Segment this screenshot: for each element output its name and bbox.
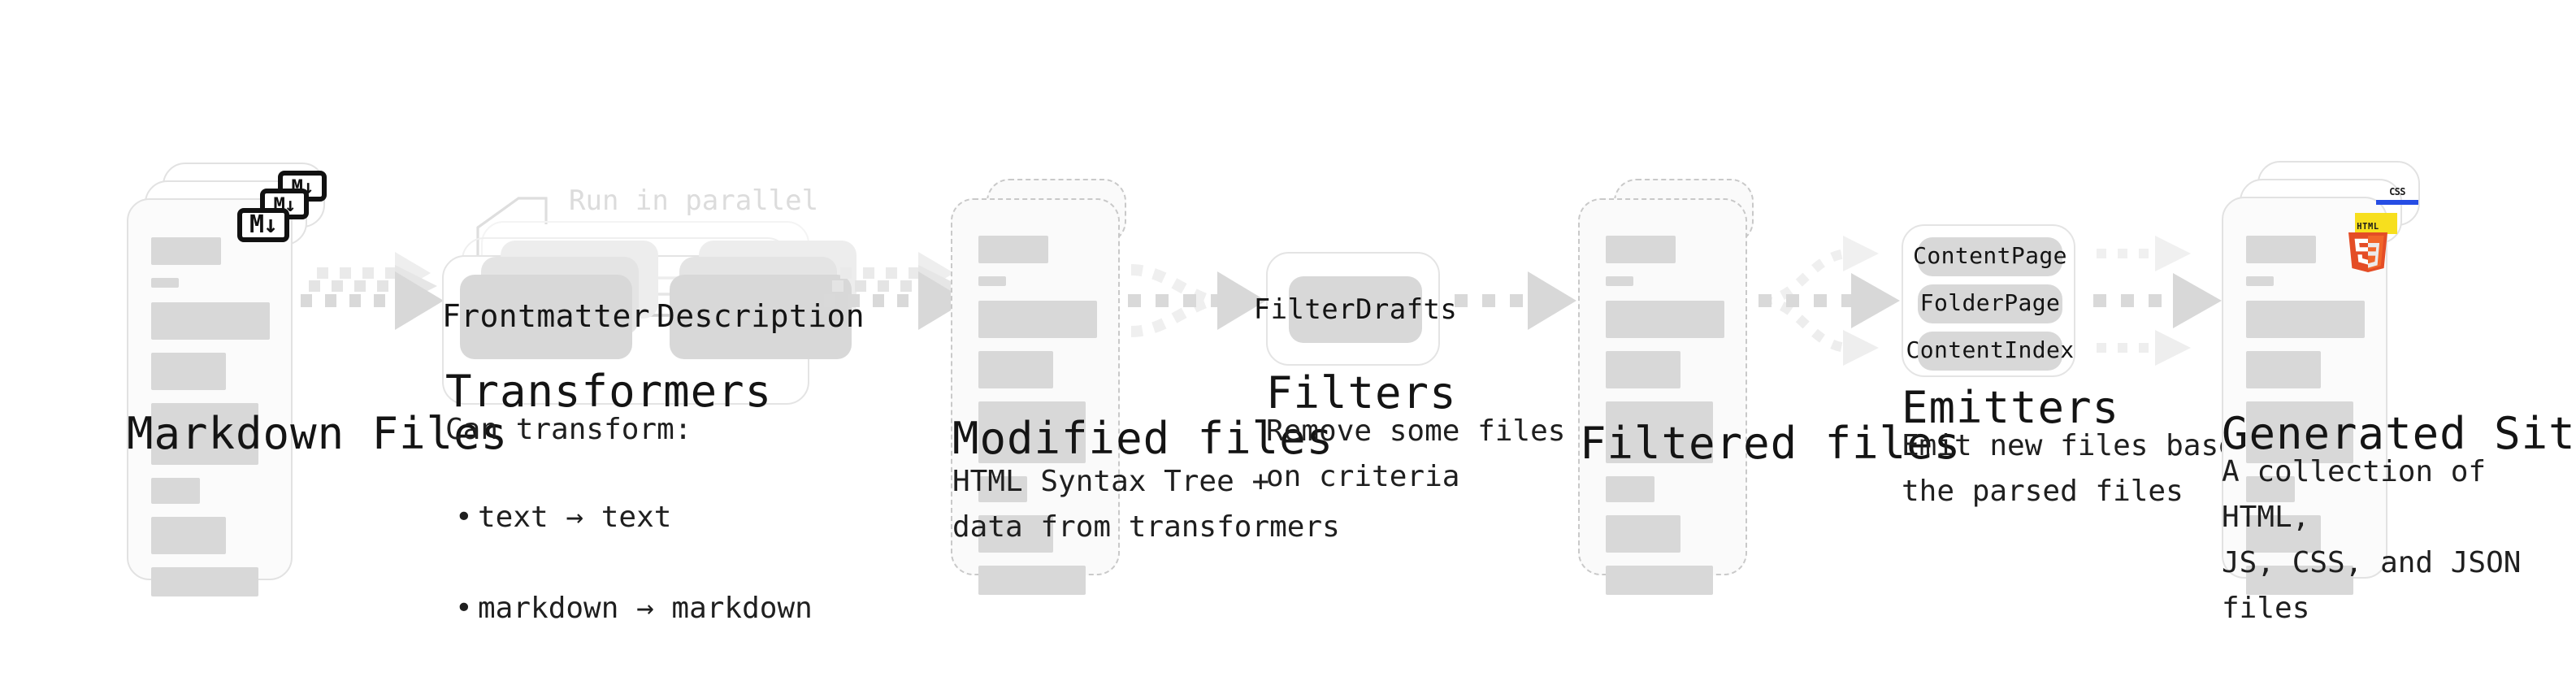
connector-emitters-to-site — [2093, 236, 2222, 366]
content-bar — [1606, 476, 1654, 502]
html5-icon: HTML — [2345, 219, 2391, 272]
content-bar — [151, 302, 270, 340]
generated-site-description: A collection of HTML, JS, CSS, and JSON … — [2222, 455, 2522, 626]
content-bar — [978, 476, 1027, 502]
content-bar — [1606, 236, 1676, 263]
content-bar — [2246, 276, 2274, 286]
filtered-card-front — [1578, 198, 1747, 595]
content-bar — [151, 237, 221, 265]
content-bar — [1606, 276, 1633, 286]
stage-title-emitters: Emitters — [1902, 384, 2120, 434]
css-icon-rule — [2376, 200, 2418, 205]
content-bar — [978, 301, 1097, 338]
filters-description: Remove some files based on criteria — [1266, 414, 1672, 494]
content-bar — [151, 353, 226, 390]
run-in-parallel-label: Run in parallel — [569, 185, 819, 218]
content-bar — [978, 236, 1048, 263]
stage-title-filtered-files: Filtered files — [1580, 419, 1962, 470]
svg-text:HTML: HTML — [2357, 222, 2379, 232]
transformers-bullet-list: text → text markdown → markdown html → h… — [455, 450, 813, 681]
content-bar — [978, 351, 1053, 388]
content-bar — [151, 278, 179, 288]
modified-files-description: HTML Syntax Tree + data from transformer… — [952, 465, 1340, 544]
connector-transformers-to-modified — [824, 252, 967, 330]
content-bar — [2246, 566, 2353, 595]
markdown-icon: M↓ — [237, 208, 289, 242]
emitter-chip-contentpage[interactable]: ContentPage — [1913, 237, 2067, 276]
connector-markdown-to-transformers — [301, 252, 444, 330]
stage-title-filters: Filters — [1266, 369, 1457, 419]
content-bar — [978, 566, 1086, 595]
emitters-box: ContentPage FolderPage ContentIndex — [1902, 224, 2075, 377]
site-card-front — [2222, 197, 2387, 595]
stage-title-generated-site: Generated Site — [2222, 410, 2576, 460]
connector-filters-to-filtered — [1455, 271, 1576, 330]
css-icon: CSS — [2376, 187, 2418, 205]
content-bar — [1606, 301, 1724, 338]
transformer-chip-frontmatter[interactable]: Frontmatter — [442, 275, 650, 359]
transformer-bullet: text → text — [455, 496, 813, 541]
stage-title-modified-files: Modified files — [952, 414, 1334, 465]
content-bar — [2246, 401, 2353, 463]
content-bar — [151, 403, 258, 465]
content-bar — [1606, 401, 1713, 463]
markdown-card-front — [127, 198, 293, 596]
javascript-icon — [2355, 213, 2397, 234]
content-bar — [151, 517, 226, 554]
content-bar — [151, 567, 258, 596]
content-bar — [978, 276, 1006, 286]
filter-chip-filterdrafts[interactable]: FilterDrafts — [1254, 276, 1457, 343]
emitter-chip-contentindex[interactable]: ContentIndex — [1906, 332, 2074, 371]
content-bar — [1606, 566, 1713, 595]
content-bar — [151, 478, 200, 504]
content-bar — [978, 515, 1053, 553]
content-bar — [1606, 351, 1680, 388]
content-bar — [2246, 301, 2365, 338]
modified-card-front — [951, 198, 1120, 595]
content-bar — [2246, 515, 2321, 553]
filters-box: FilterDrafts — [1254, 252, 1457, 366]
content-bar — [2246, 236, 2316, 263]
content-bar — [2246, 476, 2295, 502]
transformer-bullet: html → html — [455, 677, 813, 681]
content-bar — [978, 401, 1086, 463]
stage-title-transformers: Transformers — [445, 367, 773, 418]
connector-filtered-to-emitters — [1759, 236, 1900, 366]
emitter-chip-folderpage[interactable]: FolderPage — [1918, 284, 2062, 323]
content-bar — [2246, 351, 2321, 388]
transformer-bullet: markdown → markdown — [455, 586, 813, 631]
transformer-chip-description[interactable]: Description — [657, 275, 865, 359]
content-bar — [1606, 515, 1680, 553]
connector-modified-to-filters — [1128, 264, 1266, 337]
css-icon-label: CSS — [2389, 187, 2405, 198]
stage-title-markdown-files: Markdown Files — [127, 410, 509, 460]
transformers-description: Can transform: — [445, 413, 692, 447]
